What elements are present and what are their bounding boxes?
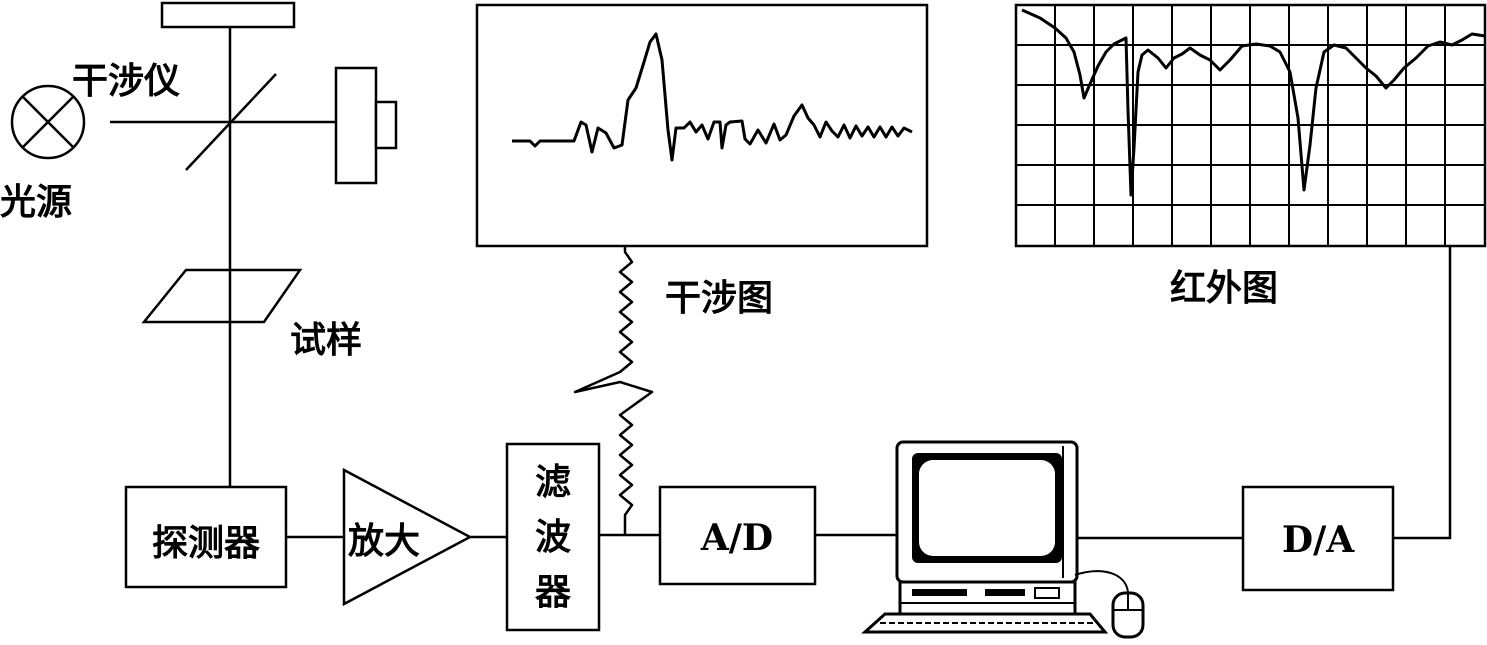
dac-to-spectrum-wire xyxy=(1393,246,1452,540)
amplifier-label: 放大 xyxy=(348,521,420,562)
infrared-spectrum-trace xyxy=(1021,8,1486,197)
amplifier-triangle xyxy=(342,467,473,607)
beam-splitter xyxy=(185,73,277,171)
light-source-icon xyxy=(10,84,86,160)
light-source-label: 光源 xyxy=(0,182,72,223)
fixed-mirror xyxy=(160,1,296,29)
adc-label: A/D xyxy=(700,517,773,559)
dac-label: D/A xyxy=(1282,519,1355,561)
computer-icon xyxy=(861,440,1145,639)
filter-label-2: 波 xyxy=(535,517,571,558)
infrared-spectrum-label: 红外图 xyxy=(1170,268,1278,309)
detector-label: 探测器 xyxy=(152,523,261,564)
interferometer-label: 干涉仪 xyxy=(72,61,180,102)
interferogram-signal-wire xyxy=(573,246,654,535)
interferogram-trace xyxy=(512,32,913,162)
moving-mirror xyxy=(334,66,398,185)
adc-box xyxy=(658,485,817,586)
interferogram-label: 干涉图 xyxy=(665,278,773,319)
filter-label-1: 滤 xyxy=(535,462,571,503)
filter-box xyxy=(505,442,601,632)
spectrum-panel xyxy=(1014,3,1487,248)
sample-label: 试样 xyxy=(290,320,362,361)
sample-holder xyxy=(141,268,303,324)
filter-label-3: 器 xyxy=(535,572,572,613)
